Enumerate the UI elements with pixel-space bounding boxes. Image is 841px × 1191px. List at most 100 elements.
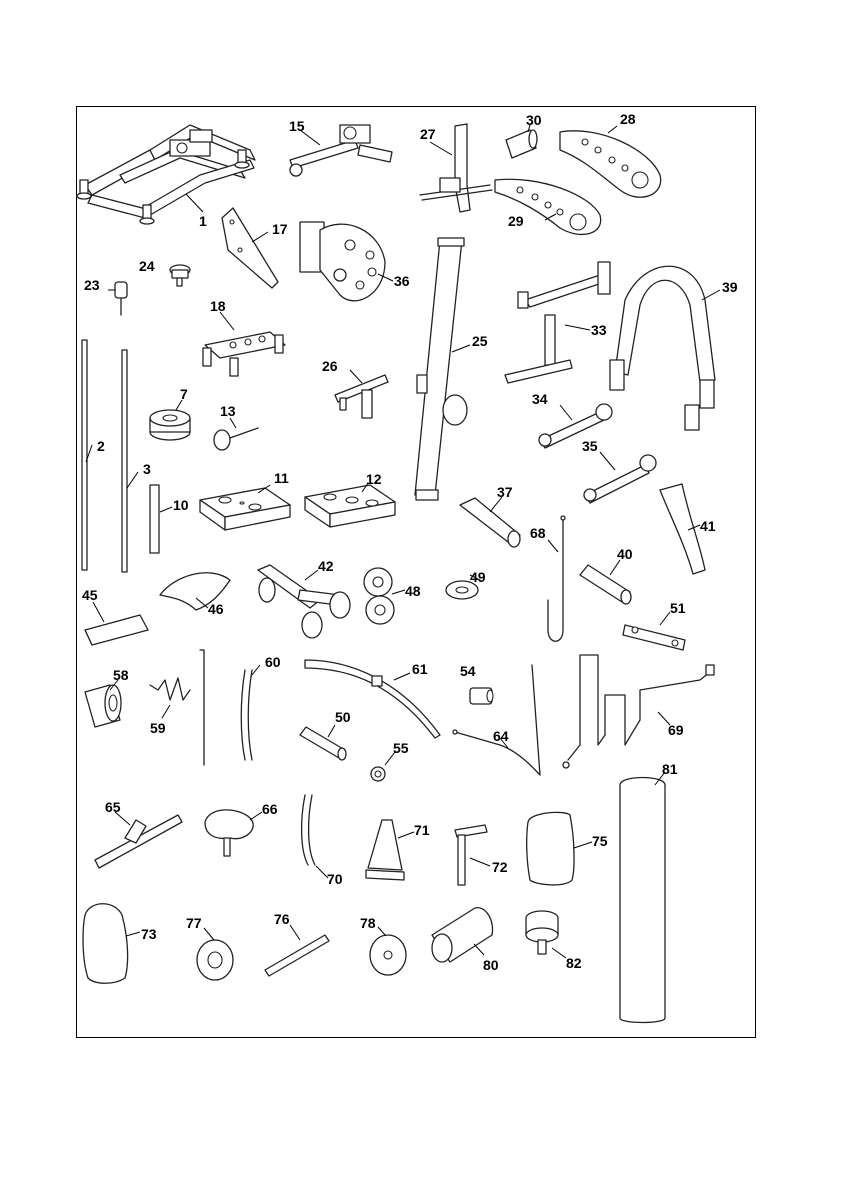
- part-label-65: 65: [105, 799, 121, 815]
- part-25-long-upright: [415, 238, 470, 500]
- part-label-59: 59: [150, 720, 166, 736]
- part-label-39: 39: [722, 279, 738, 295]
- part-label-64: 64: [493, 728, 509, 744]
- part-label-24: 24: [139, 258, 155, 274]
- part-48-pulleys: [364, 568, 405, 624]
- part-label-55: 55: [393, 740, 409, 756]
- part-label-12: 12: [366, 471, 382, 487]
- part-label-34: 34: [532, 391, 548, 407]
- part-label-25: 25: [472, 333, 488, 349]
- part-label-46: 46: [208, 601, 224, 617]
- part-75-back-pad: [527, 812, 592, 885]
- part-label-71: 71: [414, 822, 430, 838]
- part-7-collar: [150, 400, 190, 440]
- part-label-18: 18: [210, 298, 226, 314]
- part-11-weight-plate: [200, 485, 290, 530]
- part-12-weight-plate: [305, 483, 395, 527]
- part-label-2: 2: [97, 438, 105, 454]
- part-65-short-bar: [95, 812, 182, 868]
- part-label-42: 42: [318, 558, 334, 574]
- part-66-handle: [205, 810, 262, 856]
- part-label-17: 17: [272, 221, 288, 237]
- part-82-knob: [526, 911, 566, 958]
- part-label-1: 1: [199, 213, 207, 229]
- part-label-10: 10: [173, 497, 189, 513]
- part-45-bracket: [85, 602, 148, 645]
- part-label-50: 50: [335, 709, 351, 725]
- part-label-37: 37: [497, 484, 513, 500]
- part-label-45: 45: [82, 587, 98, 603]
- part-label-13: 13: [220, 403, 236, 419]
- part-label-27: 27: [420, 126, 436, 142]
- part-label-15: 15: [289, 118, 305, 134]
- part-label-49: 49: [470, 569, 486, 585]
- part-label-54: 54: [460, 663, 476, 679]
- part-30-sleeve: [506, 125, 537, 158]
- part-39-curved-arm: [610, 266, 720, 430]
- part-label-3: 3: [143, 461, 151, 477]
- part-label-73: 73: [141, 926, 157, 942]
- part-label-80: 80: [483, 957, 499, 973]
- part-label-69: 69: [668, 722, 684, 738]
- part-label-11: 11: [274, 470, 289, 486]
- part-13-pull-pin: [214, 418, 258, 450]
- part-label-77: 77: [186, 915, 202, 931]
- part-label-66: 66: [262, 801, 278, 817]
- part-80-foam-roller: [432, 908, 493, 962]
- part-73-seat-pad: [83, 904, 140, 984]
- part-77-disc: [197, 928, 233, 980]
- part-label-33: 33: [591, 322, 607, 338]
- part-60-strap: [200, 650, 260, 765]
- part-2-rod: [82, 340, 92, 570]
- part-41-strap: [660, 484, 705, 574]
- part-label-26: 26: [322, 358, 338, 374]
- part-label-51: 51: [670, 600, 686, 616]
- part-15-arm-bracket: [290, 125, 392, 176]
- part-label-7: 7: [180, 386, 188, 402]
- part-70-strap: [302, 795, 328, 878]
- part-label-28: 28: [620, 111, 636, 127]
- part-68-cable: [548, 516, 565, 641]
- part-1-base-frame: [77, 125, 255, 224]
- part-59-spring-clip: [150, 678, 190, 718]
- part-label-60: 60: [265, 654, 281, 670]
- part-label-70: 70: [327, 871, 343, 887]
- part-label-23: 23: [84, 277, 100, 293]
- part-label-41: 41: [700, 518, 716, 534]
- part-40-tube: [580, 560, 631, 604]
- part-label-40: 40: [617, 546, 633, 562]
- part-81-cover-tube: [620, 772, 665, 1023]
- part-label-36: 36: [394, 273, 410, 289]
- part-26-bracket: [335, 370, 388, 418]
- part-label-75: 75: [592, 833, 608, 849]
- part-3-rod: [122, 350, 138, 572]
- part-10-selector-rod: [150, 485, 172, 553]
- part-label-81: 81: [662, 761, 678, 777]
- part-label-61: 61: [412, 661, 428, 677]
- part-58-roller: [85, 680, 121, 727]
- part-24-knob: [170, 265, 190, 286]
- part-label-30: 30: [526, 112, 542, 128]
- part-label-35: 35: [582, 438, 598, 454]
- part-55-bushing: [371, 752, 395, 781]
- part-34-arm: [539, 404, 612, 448]
- part-label-48: 48: [405, 583, 421, 599]
- part-label-78: 78: [360, 915, 376, 931]
- part-label-82: 82: [566, 955, 582, 971]
- part-label-68: 68: [530, 525, 546, 541]
- part-69-cable: [563, 655, 714, 768]
- part-51-plate: [623, 612, 685, 650]
- part-36-cam-assembly: [300, 222, 393, 301]
- part-42-bracket-assembly: [258, 565, 350, 638]
- part-28-curved-plate: [560, 126, 661, 197]
- part-label-29: 29: [508, 213, 524, 229]
- part-64-cable: [453, 665, 540, 775]
- part-label-58: 58: [113, 667, 129, 683]
- part-23-pin: [108, 282, 127, 315]
- part-37-tube: [460, 497, 520, 547]
- part-72-bracket: [455, 825, 490, 885]
- part-17-plate: [222, 208, 278, 288]
- part-54-connector: [470, 688, 493, 704]
- part-35-arm: [584, 452, 656, 503]
